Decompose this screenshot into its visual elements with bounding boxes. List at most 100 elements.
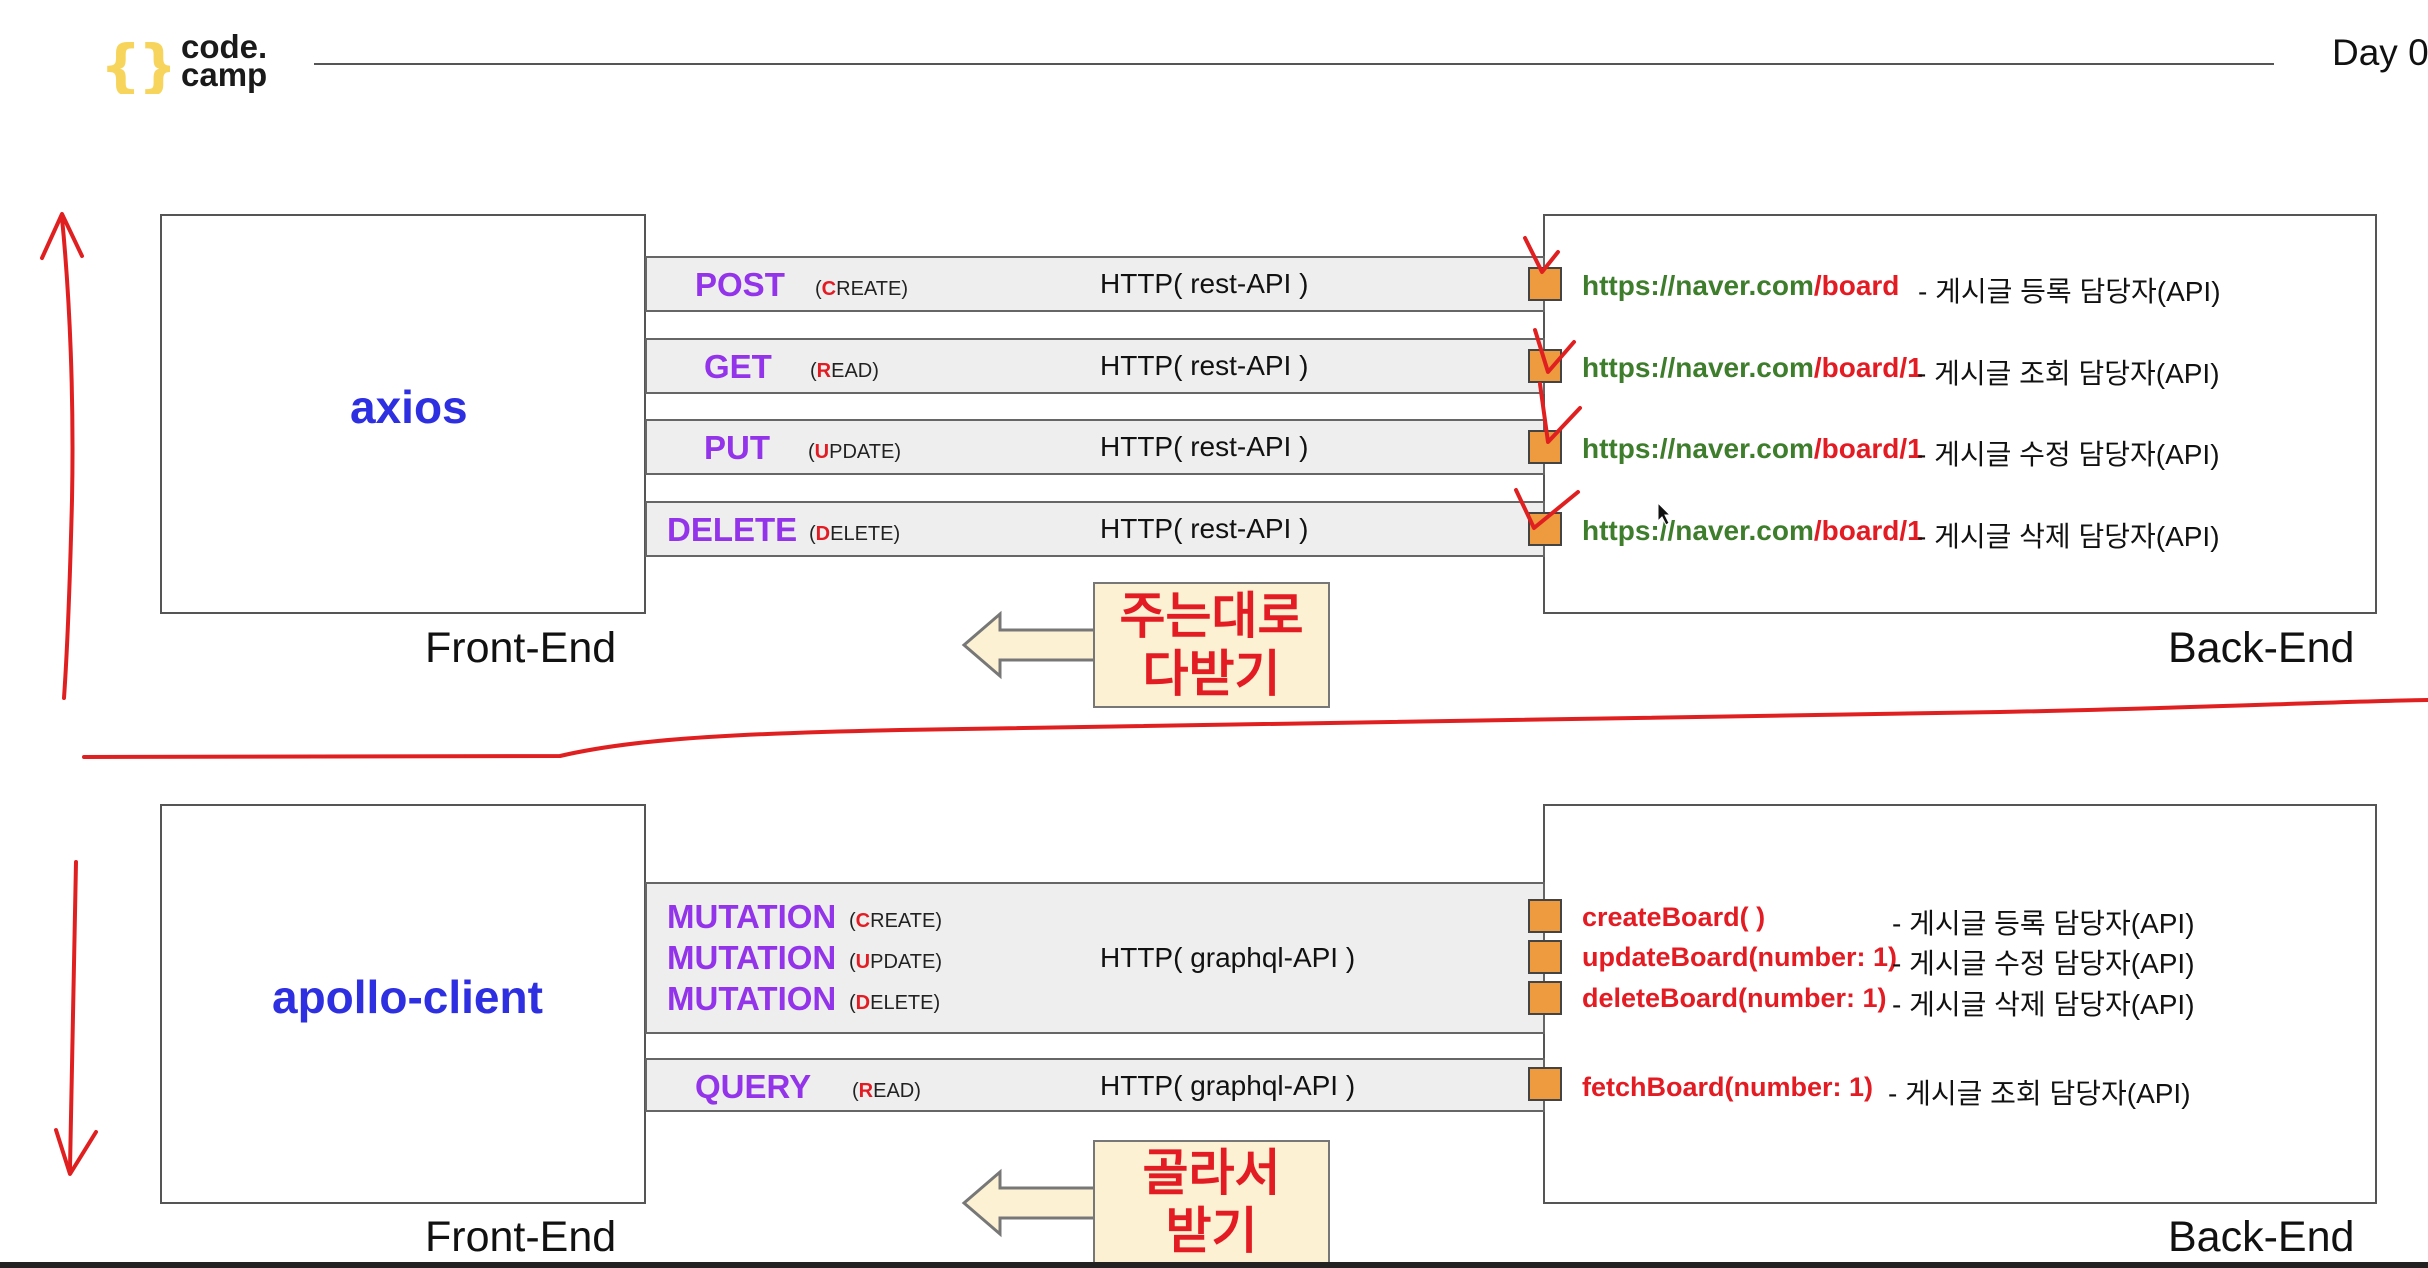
crud-letter: D [815,523,831,545]
frontend-label: Front-End [425,1213,617,1261]
endpoint-description: - 게시글 조회 담당자(API) [1917,358,2220,389]
crud-delete: (DELETE) [809,523,901,545]
endpoint-marker [1528,899,1562,933]
resolver-description: - 게시글 삭제 담당자(API) [1892,989,2195,1020]
callout-line1: 골라서 [1142,1144,1281,1202]
endpoint-description: - 게시글 삭제 담당자(API) [1917,521,2220,552]
day-label: Day 0 [2332,32,2428,73]
url-path: /board/1 [1813,515,1923,546]
request-band-delete [645,501,1545,557]
crud-letter: C [855,910,871,932]
resolver-description: - 게시글 등록 담당자(API) [1892,908,2195,939]
crud-rest: REATE [836,278,902,300]
protocol-label: HTTP( graphql-API ) [1100,942,1356,973]
endpoint-description: - 게시글 등록 담당자(API) [1918,276,2221,307]
crud-letter: R [858,1080,874,1102]
crud-rest: ELETE [870,992,934,1014]
protocol-label: HTTP( rest-API ) [1100,513,1309,544]
method-put: PUT [704,429,770,466]
resolver-name: updateBoard(number: 1) [1582,942,1898,972]
crud-create: (CREATE) [849,910,942,932]
url-path: /board/1 [1813,352,1923,383]
endpoint-marker [1528,981,1562,1015]
resolver-description: - 게시글 수정 담당자(API) [1892,948,2195,979]
frontend-box-axios [160,214,646,614]
method-mutation: MUTATION [667,939,837,976]
callout-line2: 받기 [1165,1202,1258,1260]
crud-read: (READ) [810,360,879,382]
crud-rest: PDATE [870,951,936,973]
endpoint-url: https://naver.com/board/1 [1582,433,1923,465]
callout-line1: 주는대로 [1119,587,1304,645]
protocol-label: HTTP( rest-API ) [1100,350,1309,381]
left-arrow-icon [961,1168,1100,1238]
endpoint-marker [1528,430,1562,464]
query-band [645,1058,1545,1112]
endpoint-url: https://naver.com/board/1 [1582,515,1923,547]
resolver-name: createBoard( ) [1582,902,1766,932]
method-delete: DELETE [667,511,798,548]
pen-arrowhead-down [54,1128,98,1176]
crud-read: (READ) [852,1080,921,1102]
backend-label: Back-End [2168,1213,2355,1261]
url-host: https://naver.com [1582,352,1814,383]
crud-create: (CREATE) [815,278,908,300]
callout-pick-and-take: 골라서 받기 [1093,1140,1330,1264]
protocol-label: HTTP( rest-API ) [1100,431,1309,462]
url-path: /board/1 [1813,433,1923,464]
crud-rest: ELETE [830,523,894,545]
crud-update: (UPDATE) [849,951,942,973]
method-post: POST [695,266,785,303]
logo-text-line1: code. [181,28,268,65]
url-host: https://naver.com [1582,515,1814,546]
crud-letter: U [855,951,871,973]
crud-rest: EAD [831,360,873,382]
request-band-post [645,256,1545,312]
resolver-name: deleteBoard(number: 1) [1582,983,1887,1013]
callout-line2: 다받기 [1142,645,1281,703]
endpoint-marker [1528,349,1562,383]
crud-letter: R [816,360,832,382]
url-host: https://naver.com [1582,270,1814,301]
pen-arrow-up-icon [60,216,75,700]
crud-letter: D [855,992,871,1014]
resolver-description: - 게시글 조회 담당자(API) [1888,1078,2191,1109]
endpoint-marker [1528,512,1562,546]
callout-take-all: 주는대로 다받기 [1093,582,1330,708]
crud-rest: PDATE [829,441,895,463]
logo-text-line2: camp [181,56,268,93]
endpoint-marker [1528,1067,1562,1101]
endpoint-marker [1528,940,1562,974]
endpoint-url: https://naver.com/board/1 [1582,352,1923,384]
url-host: https://naver.com [1582,433,1814,464]
endpoint-url: https://naver.com/board [1582,270,1899,302]
mutation-band [645,882,1545,1034]
svg-text:{: { [100,34,141,94]
client-title-apollo: apollo-client [272,971,543,1023]
crud-letter: U [814,441,830,463]
left-arrow-icon [961,610,1100,680]
backend-box-rest [1543,214,2377,614]
pen-arrowhead-up [40,212,84,260]
header-divider [314,63,2274,65]
frontend-box-apollo [160,804,646,1204]
curly-braces-icon: { } [100,34,170,94]
svg-text:}: } [138,34,170,94]
protocol-label: HTTP( graphql-API ) [1100,1070,1356,1101]
backend-box-graphql [1543,804,2377,1204]
screen-bottom-border [0,1262,2428,1268]
backend-label: Back-End [2168,624,2355,672]
request-band-put [645,419,1545,475]
pen-arrow-down-icon [68,860,78,1170]
protocol-label: HTTP( rest-API ) [1100,268,1309,299]
client-title-axios: axios [350,381,468,433]
crud-delete: (DELETE) [849,992,941,1014]
url-path: /board [1813,270,1900,301]
crud-rest: REATE [870,910,936,932]
frontend-label: Front-End [425,624,617,672]
crud-letter: C [821,278,837,300]
resolver-name: fetchBoard(number: 1) [1582,1072,1874,1102]
request-band-get [645,338,1545,394]
crud-rest: EAD [873,1080,915,1102]
endpoint-description: - 게시글 수정 담당자(API) [1917,439,2220,470]
